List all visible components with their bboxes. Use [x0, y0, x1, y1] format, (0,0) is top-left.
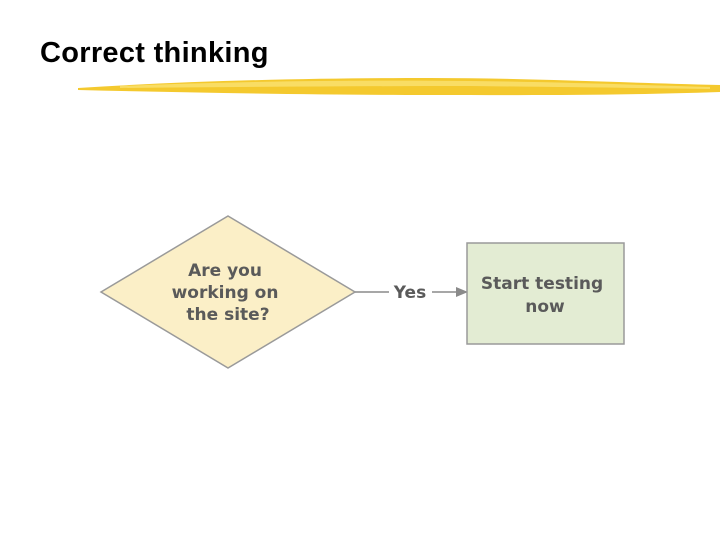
underline-stroke-main — [78, 78, 720, 96]
edge-label-yes: Yes — [393, 283, 426, 303]
action-text: Start testing now — [481, 274, 609, 317]
action-box — [466, 242, 625, 345]
decision-text: Are you working on the site? — [172, 261, 285, 325]
slide-title: Correct thinking — [40, 37, 269, 69]
decision-diamond — [99, 215, 357, 369]
underline-stroke-highlight — [120, 80, 710, 89]
